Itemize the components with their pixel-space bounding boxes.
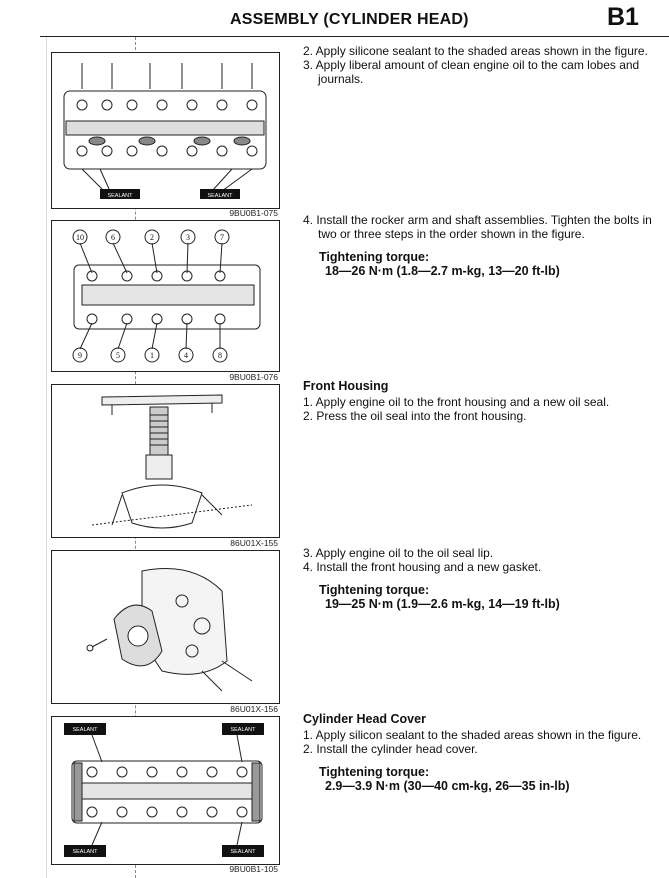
section-heading: Front Housing [303, 379, 389, 393]
torque-value: 18—26 N·m (1.8—2.7 m-kg, 13—20 ft-lb) [325, 264, 560, 278]
instruction-block-sealant: 2. Apply silicone sealant to the shaded … [303, 44, 653, 86]
torque-label: Tightening torque: [319, 765, 430, 779]
torque-value: 2.9—3.9 N·m (30—40 cm-kg, 26—35 in-lb) [325, 779, 570, 793]
sealant-label: SEALANT [72, 727, 98, 733]
sealant-label: SEALANT [230, 849, 256, 855]
instruction-block-front-housing: Front Housing 1. Apply engine oil to the… [303, 379, 653, 423]
head-cover-sealant-illustration: SEALANT SEALANT SEALANT SEALANT [64, 723, 264, 857]
instruction-step: 4. Install the front housing and a new g… [303, 560, 542, 574]
sealant-label-left: SEALANT [107, 193, 133, 199]
torque-spec: Tightening torque: 2.9—3.9 N·m (30—40 cm… [303, 765, 653, 793]
instruction-step: 2. Apply silicone sealant to the shaded … [303, 44, 648, 58]
figure-id: 9BU0B1-075 [229, 208, 278, 218]
bolt-order-label: 3 [186, 233, 190, 242]
figure-id: 86U01X-155 [230, 538, 278, 548]
instruction-step: 1. Apply engine oil to the front housing… [303, 395, 610, 409]
bolt-order-label: 10 [76, 233, 84, 242]
bolt-order-label: 1 [150, 351, 154, 360]
sealant-label-right: SEALANT [207, 193, 233, 199]
bolt-order-label: 9 [78, 351, 82, 360]
front-housing-illustration [86, 568, 253, 692]
sealant-label: SEALANT [72, 849, 98, 855]
figure-front-housing [51, 550, 280, 704]
bolt-order-label: 4 [184, 351, 188, 360]
section-code: B1 [607, 3, 639, 31]
instruction-step: 4. Install the rocker arm and shaft asse… [303, 213, 652, 241]
torque-label: Tightening torque: [319, 250, 430, 264]
figure-id: 86U01X-156 [230, 704, 278, 714]
sealant-label: SEALANT [230, 727, 256, 733]
bolt-order-label: 5 [116, 351, 120, 360]
rocker-bolt-order-illustration: 10 6 2 3 7 9 5 1 4 8 [72, 229, 261, 363]
figure-id: 9BU0B1-105 [229, 864, 278, 874]
instruction-block-rocker: 4. Install the rocker arm and shaft asse… [303, 213, 653, 278]
figure-id: 9BU0B1-076 [229, 372, 278, 382]
bolt-order-label: 6 [111, 233, 115, 242]
oil-seal-press-illustration [91, 394, 253, 529]
bolt-order-label: 2 [150, 233, 154, 242]
bolt-order-label: 8 [218, 351, 222, 360]
instruction-step: 1. Apply silicon sealant to the shaded a… [303, 728, 642, 742]
instruction-block-head-cover: Cylinder Head Cover 1. Apply silicon sea… [303, 712, 653, 793]
figure-head-cover-sealant: SEALANT SEALANT SEALANT SEALANT [51, 716, 280, 865]
camshaft-sealant-illustration: SEALANT SEALANT [63, 63, 267, 199]
instruction-step: 2. Install the cylinder head cover. [303, 742, 478, 756]
figure-press-oil-seal [51, 384, 280, 538]
torque-label: Tightening torque: [319, 583, 430, 597]
binding-margin [46, 37, 47, 878]
instruction-block-housing-install: 3. Apply engine oil to the oil seal lip.… [303, 546, 653, 611]
torque-spec: Tightening torque: 18—26 N·m (1.8—2.7 m-… [303, 250, 653, 278]
bolt-order-label: 7 [220, 233, 224, 242]
instruction-step: 3. Apply engine oil to the oil seal lip. [303, 546, 494, 560]
header-rule [40, 36, 669, 37]
figure-rocker-bolt-order: 10 6 2 3 7 9 5 1 4 8 [51, 220, 280, 372]
figure-camshaft-sealant: SEALANT SEALANT [51, 52, 280, 209]
torque-spec: Tightening torque: 19—25 N·m (1.9—2.6 m-… [303, 583, 653, 611]
instruction-step: 2. Press the oil seal into the front hou… [303, 409, 527, 423]
section-heading: Cylinder Head Cover [303, 712, 426, 726]
torque-value: 19—25 N·m (1.9—2.6 m-kg, 14—19 ft-lb) [325, 597, 560, 611]
page-title: ASSEMBLY (CYLINDER HEAD) [230, 11, 469, 28]
instruction-step: 3. Apply liberal amount of clean engine … [303, 58, 640, 86]
